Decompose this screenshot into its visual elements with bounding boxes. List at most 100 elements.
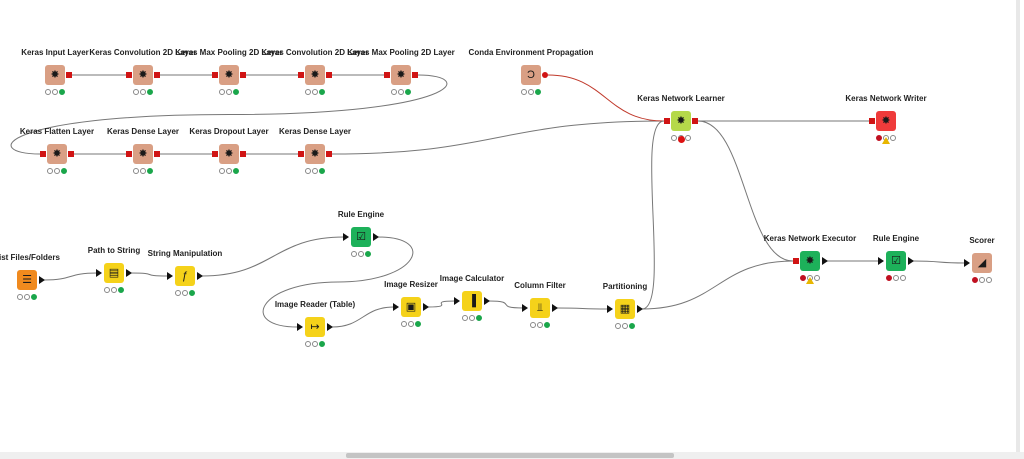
node-path-to-string[interactable]: Path to String▤ xyxy=(69,246,159,295)
connection-n15-n16[interactable] xyxy=(130,272,169,277)
output-port[interactable] xyxy=(542,72,548,78)
output-port[interactable] xyxy=(240,151,246,157)
output-port[interactable] xyxy=(908,257,914,265)
input-port[interactable] xyxy=(522,304,528,312)
node-icon-box[interactable]: ▐ xyxy=(454,291,490,311)
node-image-reader-table[interactable]: Image Reader (Table)↦ xyxy=(270,300,360,349)
input-port[interactable] xyxy=(793,258,799,264)
connection-n20-n21[interactable] xyxy=(556,307,609,310)
node-icon-box[interactable]: ✸ xyxy=(298,144,332,164)
node-keras-network-writer[interactable]: Keras Network Writer✸ xyxy=(841,94,931,144)
connection-n16-n13[interactable] xyxy=(201,236,345,277)
input-port[interactable] xyxy=(298,72,304,78)
node-icon-box[interactable]: ✸ xyxy=(40,144,74,164)
connection-n23-n24[interactable] xyxy=(912,260,966,264)
input-port[interactable] xyxy=(212,72,218,78)
output-port[interactable] xyxy=(637,305,643,313)
input-port[interactable] xyxy=(126,72,132,78)
node-scorer[interactable]: Scorer◢ xyxy=(937,236,1020,285)
node-icon-box[interactable]: ✸ xyxy=(126,65,160,85)
output-port[interactable] xyxy=(692,118,698,124)
node-icon-box[interactable]: ▦ xyxy=(607,299,643,319)
output-port[interactable] xyxy=(822,257,828,265)
input-port[interactable] xyxy=(212,151,218,157)
output-port[interactable] xyxy=(154,151,160,157)
input-port[interactable] xyxy=(393,303,399,311)
node-icon-box[interactable]: ✸ xyxy=(793,251,828,271)
node-icon-box[interactable]: ✸ xyxy=(298,65,332,85)
connection-n7-n22[interactable] xyxy=(697,120,794,262)
input-port[interactable] xyxy=(607,305,613,313)
node-keras-dense-layer[interactable]: Keras Dense Layer✸ xyxy=(270,127,360,176)
input-port[interactable] xyxy=(96,269,102,277)
node-rule-engine[interactable]: Rule Engine☑ xyxy=(316,210,406,259)
connection-n14-n15[interactable] xyxy=(43,272,98,281)
input-port[interactable] xyxy=(297,323,303,331)
output-port[interactable] xyxy=(66,72,72,78)
node-keras-dense-layer[interactable]: Keras Dense Layer✸ xyxy=(98,127,188,176)
connection-n5-n9[interactable] xyxy=(10,74,448,155)
node-icon-box[interactable]: Ɔ xyxy=(521,65,548,85)
connection-n13-n17[interactable] xyxy=(262,236,414,328)
node-keras-convolution-2d-layer[interactable]: Keras Convolution 2D Layer✸ xyxy=(89,48,197,97)
input-port[interactable] xyxy=(384,72,390,78)
output-port[interactable] xyxy=(126,269,132,277)
node-icon-box[interactable]: ☰ xyxy=(17,270,45,290)
vertical-scrollbar[interactable] xyxy=(1016,0,1020,452)
node-keras-max-pooling-2d-layer[interactable]: Keras Max Pooling 2D Layer✸ xyxy=(175,48,283,97)
node-icon-box[interactable]: ƒ xyxy=(167,266,203,286)
node-icon-box[interactable]: ☑ xyxy=(878,251,914,271)
input-port[interactable] xyxy=(167,272,173,280)
node-rule-engine[interactable]: Rule Engine☑ xyxy=(851,234,941,283)
node-icon-box[interactable]: ✸ xyxy=(664,111,698,131)
output-port[interactable] xyxy=(39,276,45,284)
node-keras-convolution-2d-layer[interactable]: Keras Convolution 2D Layer✸ xyxy=(261,48,369,97)
output-port[interactable] xyxy=(373,233,379,241)
output-port[interactable] xyxy=(552,304,558,312)
node-icon-box[interactable]: ◢ xyxy=(964,253,992,273)
input-port[interactable] xyxy=(343,233,349,241)
connection-n6-n7[interactable] xyxy=(547,74,665,122)
input-port[interactable] xyxy=(869,118,875,124)
node-list-files-folders[interactable]: List Files/Folders☰ xyxy=(0,253,72,302)
output-port[interactable] xyxy=(423,303,429,311)
node-image-calculator[interactable]: Image Calculator▐ xyxy=(427,274,517,323)
output-port[interactable] xyxy=(412,72,418,78)
node-keras-max-pooling-2d-layer[interactable]: Keras Max Pooling 2D Layer✸ xyxy=(347,48,455,97)
input-port[interactable] xyxy=(40,151,46,157)
node-icon-box[interactable]: ✸ xyxy=(384,65,418,85)
connection-n19-n20[interactable] xyxy=(488,300,524,309)
node-icon-box[interactable]: ✸ xyxy=(45,65,72,85)
node-column-filter[interactable]: Column Filter⫫ xyxy=(495,281,585,330)
node-image-resizer[interactable]: Image Resizer▣ xyxy=(366,280,456,329)
input-port[interactable] xyxy=(878,257,884,265)
horizontal-scrollbar-thumb[interactable] xyxy=(346,453,674,458)
node-icon-box[interactable]: ☑ xyxy=(343,227,379,247)
input-port[interactable] xyxy=(664,118,670,124)
node-keras-network-learner[interactable]: Keras Network Learner✸ xyxy=(636,94,726,143)
horizontal-scrollbar[interactable] xyxy=(0,452,1024,459)
node-partitioning[interactable]: Partitioning▦ xyxy=(580,282,670,331)
node-icon-box[interactable]: ✸ xyxy=(212,65,246,85)
output-port[interactable] xyxy=(240,72,246,78)
node-icon-box[interactable]: ✸ xyxy=(126,144,160,164)
output-port[interactable] xyxy=(326,72,332,78)
output-port[interactable] xyxy=(197,272,203,280)
node-keras-flatten-layer[interactable]: Keras Flatten Layer✸ xyxy=(12,127,102,176)
output-port[interactable] xyxy=(484,297,490,305)
node-icon-box[interactable]: ▤ xyxy=(96,263,132,283)
input-port[interactable] xyxy=(126,151,132,157)
node-keras-dropout-layer[interactable]: Keras Dropout Layer✸ xyxy=(184,127,274,176)
connection-n12-n7[interactable] xyxy=(331,120,665,155)
connection-n17-n18[interactable] xyxy=(331,306,395,328)
node-icon-box[interactable]: ⫫ xyxy=(522,298,558,318)
node-icon-box[interactable]: ✸ xyxy=(212,144,246,164)
output-port[interactable] xyxy=(326,151,332,157)
connection-n21-n22[interactable] xyxy=(641,260,794,310)
connection-n21-n7[interactable] xyxy=(641,120,665,310)
node-icon-box[interactable]: ↦ xyxy=(297,317,333,337)
node-keras-input-layer[interactable]: Keras Input Layer✸ xyxy=(10,48,100,97)
